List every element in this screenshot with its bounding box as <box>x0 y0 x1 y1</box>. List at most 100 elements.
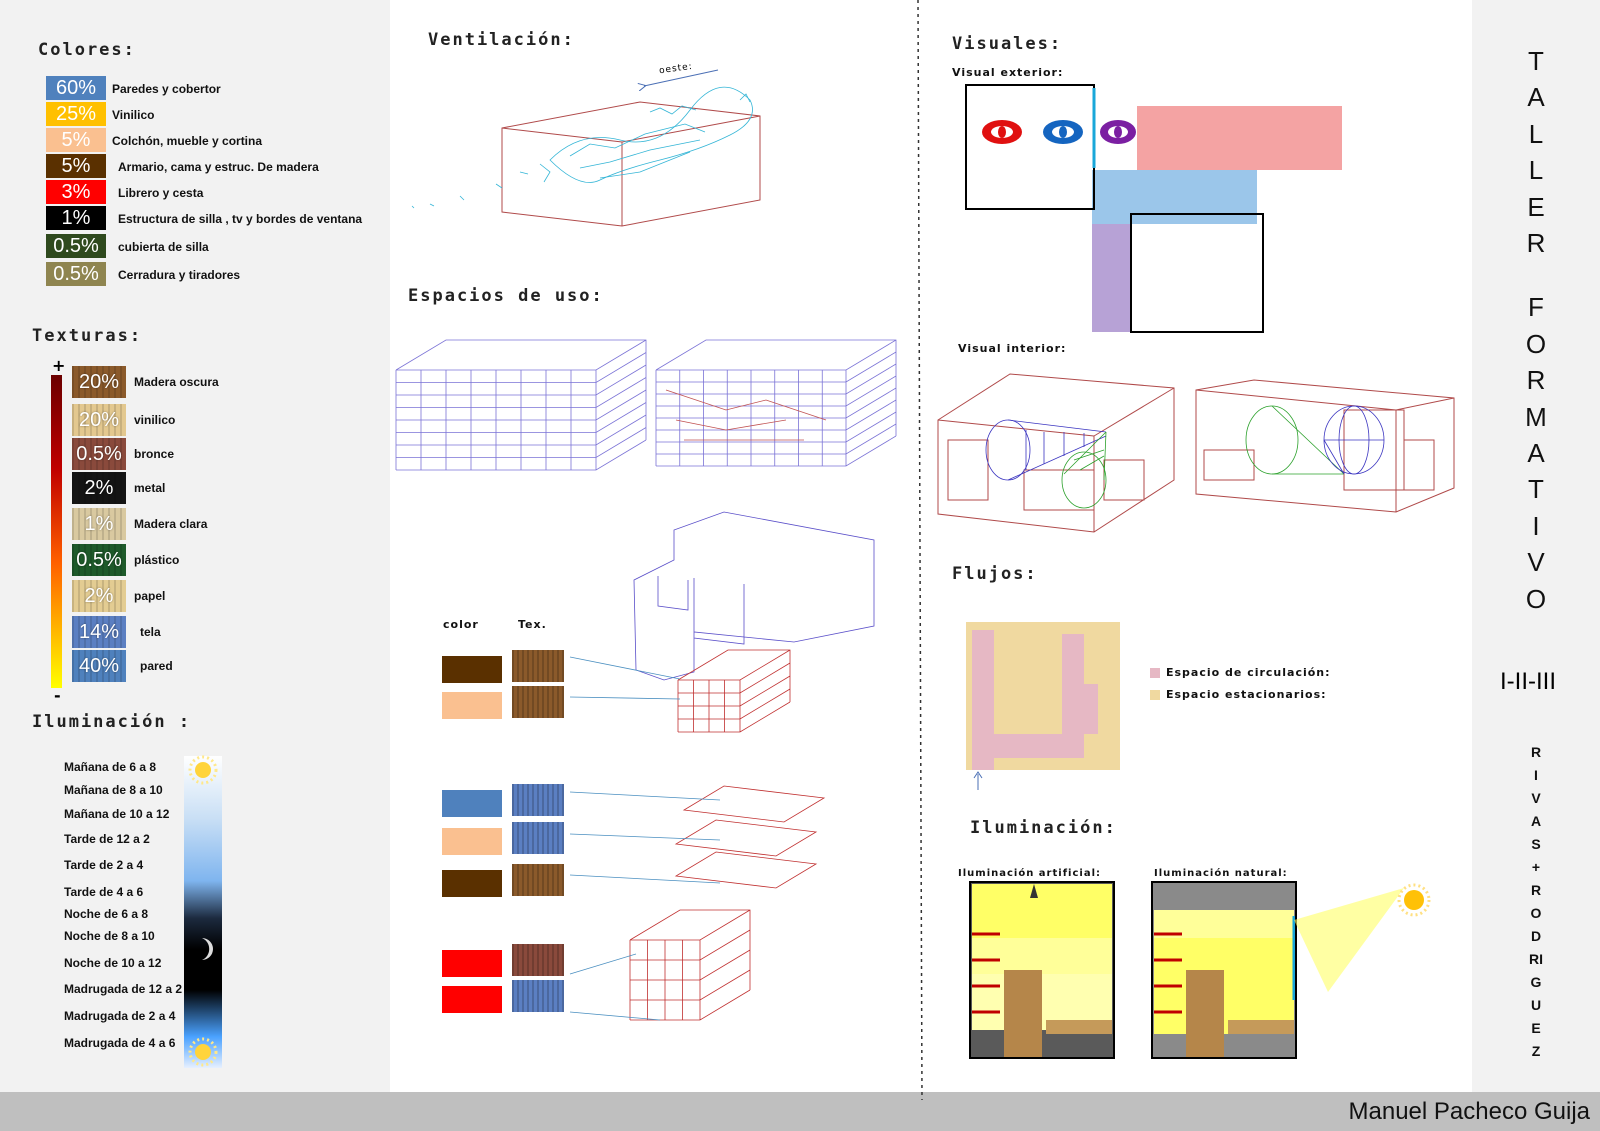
title-letter: L <box>1528 118 1544 149</box>
color-label: Cerradura y tiradores <box>118 268 241 282</box>
texture-swatch: 20% <box>72 366 126 398</box>
texture-label: papel <box>134 589 166 603</box>
texture-column-header: Tex. <box>518 618 547 631</box>
author-letter: A <box>1530 813 1542 829</box>
texture-swatch: 2% <box>72 472 126 504</box>
texture-swatch: 0.5% <box>72 438 126 470</box>
time-slot-label: Noche de 8 a 10 <box>64 929 155 943</box>
texture-label: pared <box>140 659 173 673</box>
time-slot-label: Mañana de 8 a 10 <box>64 783 163 797</box>
color-swatch: 60% <box>46 76 106 100</box>
texture-swatch: 14% <box>72 616 126 648</box>
author-letter: Z <box>1531 1043 1541 1059</box>
color-label: cubierta de silla <box>118 240 209 254</box>
natural-light-section <box>1151 881 1431 1059</box>
texture-swatch: 1% <box>72 508 126 540</box>
color-swatch: 0.5% <box>46 262 106 286</box>
color-swatch: 5% <box>46 154 106 178</box>
day-night-gradient <box>184 756 222 1068</box>
use-space-layers <box>674 785 826 889</box>
connector-line <box>569 656 721 1021</box>
author-letter: O <box>1530 905 1542 921</box>
natural-light-label: Iluminación natural: <box>1154 868 1288 879</box>
author-letter: R <box>1530 744 1542 760</box>
iluminacion-right-title: Iluminación: <box>970 818 1117 838</box>
title-letter: E <box>1527 191 1545 222</box>
use-texture-swatch <box>512 944 564 976</box>
footer-bar <box>0 1092 1600 1131</box>
eye-icon <box>1100 120 1136 144</box>
use-space-box <box>629 909 751 1021</box>
color-swatch: 3% <box>46 180 106 204</box>
eye-icon <box>982 120 1022 144</box>
time-slot-label: Noche de 10 a 12 <box>64 956 162 970</box>
texture-swatch: 40% <box>72 650 126 682</box>
eye-icon <box>1043 120 1083 144</box>
author-letter: + <box>1531 859 1541 875</box>
author-name: Manuel Pacheco Guija <box>1348 1098 1590 1125</box>
color-swatch: 25% <box>46 102 106 126</box>
time-slot-label: Tarde de 12 a 2 <box>64 832 150 846</box>
color-swatch: 1% <box>46 206 106 230</box>
use-color-swatch <box>442 870 502 897</box>
use-space-box <box>677 649 791 733</box>
intensity-gradient-bar <box>51 375 62 688</box>
sun-icon <box>188 755 218 785</box>
color-column-header: color <box>443 618 479 631</box>
title-letter: T <box>1528 46 1544 76</box>
use-color-swatch <box>442 950 502 977</box>
use-space-furniture <box>633 511 875 681</box>
title-letter: O <box>1525 328 1547 359</box>
texture-swatch: 20% <box>72 404 126 436</box>
use-texture-swatch <box>512 784 564 816</box>
course-level: I-II-III <box>1500 668 1556 695</box>
title-letter: F <box>1528 292 1544 323</box>
title-letter: A <box>1527 438 1545 468</box>
color-label: Armario, cama y estruc. De madera <box>118 160 319 174</box>
iluminacion-left-title: Iluminación : <box>32 712 192 732</box>
texture-label: tela <box>140 625 161 639</box>
title-letter: T <box>1528 474 1544 505</box>
moon-icon <box>202 938 213 960</box>
time-slot-label: Madrugada de 12 a 2 <box>64 982 183 996</box>
use-space-grid <box>395 339 647 471</box>
espacios-title: Espacios de uso: <box>408 286 604 306</box>
visual-exterior-diagram <box>965 84 1342 333</box>
title-letter: O <box>1525 583 1547 614</box>
use-texture-swatch <box>512 864 564 896</box>
colores-title: Colores: <box>38 40 136 60</box>
legend-swatch <box>1150 690 1160 700</box>
use-space-grid <box>655 339 897 467</box>
author-letter: V <box>1531 790 1541 806</box>
use-texture-swatch <box>512 686 564 718</box>
title-letter: I <box>1532 510 1540 541</box>
use-texture-swatch <box>512 980 564 1012</box>
room-box-wireframe <box>501 101 761 227</box>
airflow-mesh <box>411 86 753 209</box>
time-slot-label: Madrugada de 2 a 4 <box>64 1009 176 1023</box>
author-letter: U <box>1530 997 1542 1013</box>
artificial-light-label: Iluminación artificial: <box>958 868 1102 879</box>
time-slot-label: Tarde de 2 a 4 <box>64 858 144 872</box>
use-texture-swatch <box>512 822 564 854</box>
gradient-plus: + <box>52 356 66 375</box>
author-letter: RI <box>1529 951 1543 967</box>
use-color-swatch <box>442 828 502 855</box>
title-letter: A <box>1527 82 1545 113</box>
legend-label: Espacio estacionarios: <box>1166 688 1327 701</box>
texture-label: Madera oscura <box>134 375 219 389</box>
visual-exterior-label: Visual exterior: <box>952 66 1064 79</box>
sun-icon <box>1397 883 1431 917</box>
time-slot-label: Mañana de 10 a 12 <box>64 807 170 821</box>
sunlight-beam <box>1294 888 1404 992</box>
texturas-title: Texturas: <box>32 326 143 346</box>
time-slot-label: Madrugada de 4 a 6 <box>64 1036 176 1050</box>
texture-label: plástico <box>134 553 180 567</box>
color-label: Librero y cesta <box>118 186 204 200</box>
title-letter: V <box>1527 547 1545 578</box>
flujos-title: Flujos: <box>952 564 1038 584</box>
color-label: Paredes y cobertor <box>112 82 221 96</box>
legend-label: Espacio de circulación: <box>1166 666 1331 679</box>
color-swatch: 0.5% <box>46 234 106 258</box>
